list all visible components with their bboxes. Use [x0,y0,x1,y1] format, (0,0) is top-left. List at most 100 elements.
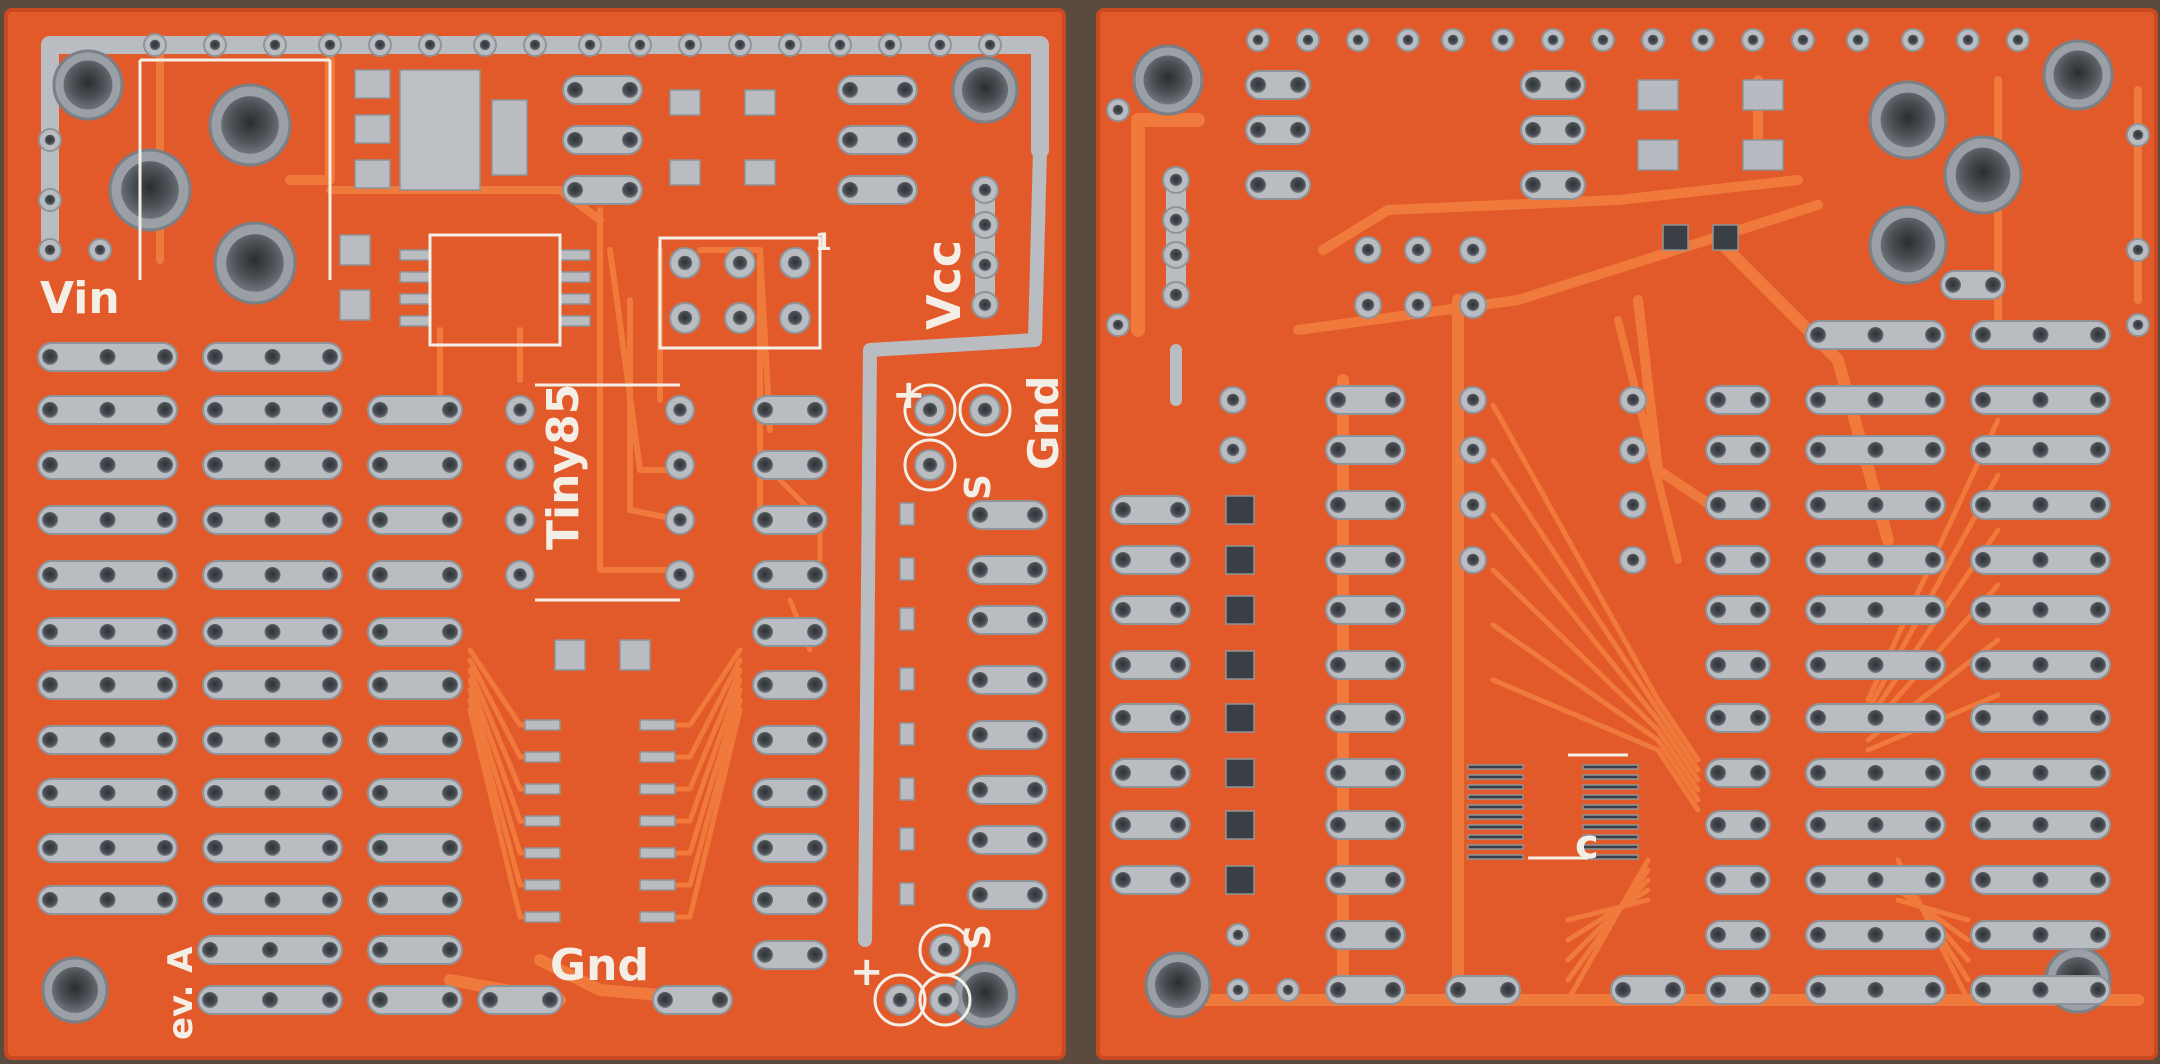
via-hole [757,402,773,418]
via-hole [892,992,908,1008]
pad-strip [1325,703,1406,733]
smd-pad [639,847,676,859]
via-hole [1626,443,1640,457]
pad-strip [1705,595,1771,625]
via-hole [807,892,823,908]
pad-strip [1110,595,1191,625]
smd-pad [559,249,591,261]
pad-strip [1110,650,1191,680]
pad-strip [562,125,643,155]
via-hole [1115,872,1131,888]
pad-strip [1705,490,1771,520]
pad-strip [967,880,1048,910]
via-hole [1867,602,1884,618]
header-ring [958,383,1012,437]
via-hole [99,402,116,418]
via-hole [442,512,458,528]
via-hole [2032,657,2049,673]
via-hole [1352,34,1364,46]
pad-strip [1705,703,1771,733]
via-hole [44,194,56,206]
via-hole [922,402,938,418]
via-hole [1170,502,1186,518]
via-hole [442,992,458,1008]
via-hole [1115,602,1131,618]
via-hole [1170,602,1186,618]
via-hole [584,39,596,51]
via-hole [262,942,278,958]
via-hole [2132,244,2144,256]
via-hole [207,677,223,693]
via-hole [42,457,58,473]
mounting-hole [121,161,179,219]
pad-strip [752,560,828,590]
via-hole [1867,392,1884,408]
via-hole [972,832,988,848]
smd-pad [1582,824,1639,830]
mounting-hole [63,60,113,110]
s-bottom-label: S [958,924,999,950]
smd-pad [524,815,561,827]
smd-pad [639,719,676,731]
via-hole [1925,872,1941,888]
pad-strip [1325,758,1406,788]
smd-pad [1225,495,1255,525]
via-hole [1565,77,1581,93]
smd-pad [1225,650,1255,680]
pad-strip [367,560,463,590]
gnd-bottom-label: Gnd [550,940,649,991]
via-hole [2032,602,2049,618]
via-hole [264,677,281,693]
copper-trace [597,207,683,573]
copper-trace [1565,887,1651,943]
via-hole [264,785,281,801]
smd-pad [524,847,561,859]
pad-strip [967,500,1048,530]
via-hole [442,942,458,958]
pad-strip [1110,758,1191,788]
via-hole [1385,982,1401,998]
smd-pad [559,293,591,305]
smd-pad [1712,224,1739,251]
pad-strip [752,450,828,480]
via-hole [1115,502,1131,518]
smd-pad [524,879,561,891]
pad-strip [1245,70,1311,100]
via-hole [1027,832,1043,848]
via-hole [42,349,58,365]
via-hole [1450,982,1466,998]
via-hole [1925,442,1941,458]
via-hole [513,568,527,582]
smd-pad [1582,774,1639,780]
smd-pad [1582,784,1639,790]
via-hole [807,624,823,640]
via-hole [972,727,988,743]
copper-trace [1131,113,1205,337]
via-hole [2090,327,2106,343]
pad-strip [1110,495,1191,525]
smd-pad [1662,224,1689,251]
via-hole [44,244,56,256]
pad-strip [367,395,463,425]
pad-strip [1325,865,1406,895]
via-hole [2090,982,2106,998]
via-hole [1810,657,1826,673]
via-hole [1710,392,1726,408]
via-hole [1907,34,1919,46]
via-hole [1115,817,1131,833]
pad-strip [1325,545,1406,575]
pad-strip [752,617,828,647]
smd-pad [354,114,391,144]
via-hole [757,732,773,748]
via-hole [732,310,748,326]
via-hole [978,298,992,312]
pad-strip [1110,810,1191,840]
pad-strip [1705,650,1771,680]
via-hole [807,677,823,693]
via-hole [757,840,773,856]
via-hole [1027,782,1043,798]
smd-pad [899,827,915,851]
via-hole [157,677,173,693]
mounting-hole [51,966,99,1014]
via-hole [442,457,458,473]
